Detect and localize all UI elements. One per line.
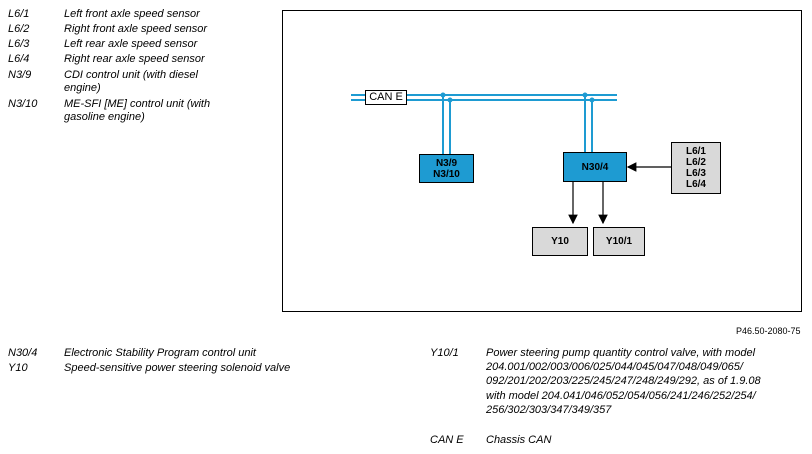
connection-lines: [351, 92, 671, 225]
sensor-label: L6/2: [685, 157, 706, 168]
legend-code: CAN E: [430, 434, 464, 446]
legend-desc: Speed-sensitive power steering solenoid …: [64, 362, 291, 374]
legend-desc: Electronic Stability Program control uni…: [64, 347, 256, 359]
legend-desc: Right rear axle speed sensor: [64, 53, 205, 65]
legend-desc: ME-SFI [ME] control unit (with gasoline …: [64, 98, 211, 123]
legend-bottom-right: Y10/1 Power steering pump quantity contr…: [430, 347, 806, 451]
legend-code: L6/4: [8, 53, 30, 65]
bus-node: [447, 97, 453, 103]
legend-desc: Left rear axle speed sensor: [64, 38, 198, 50]
figure-id: P46.50-2080-75: [736, 326, 801, 336]
legend-code: L6/3: [8, 38, 30, 50]
legend-bottom-left: N30/4 Electronic Stability Program contr…: [8, 347, 388, 387]
legend-code: L6/2: [8, 23, 30, 35]
bus-node: [582, 92, 588, 98]
legend-desc: Power steering pump quantity control val…: [486, 347, 756, 359]
engine-unit-label: N3/9: [435, 157, 458, 169]
legend-code: Y10: [8, 362, 28, 374]
sensor-label: L6/1: [685, 146, 706, 157]
legend-desc: CDI control unit (with diesel engine): [64, 69, 198, 94]
legend-desc: 204.001/002/003/006/025/044/045/047/048/…: [486, 361, 743, 373]
legend-code: N3/9: [8, 69, 32, 81]
engine-control-unit-box: N3/9 N3/10: [419, 154, 474, 183]
y10-1-valve-box: Y10/1: [593, 227, 645, 256]
legend-code: N30/4: [8, 347, 38, 359]
can-bus-label: CAN E: [365, 90, 407, 105]
speed-sensors-box: L6/1 L6/2 L6/3 L6/4: [671, 142, 721, 194]
bus-node: [589, 97, 595, 103]
sensor-label: L6/3: [685, 168, 706, 179]
engine-unit-label: N3/10: [433, 168, 460, 180]
legend-code: L6/1: [8, 8, 30, 20]
esp-control-unit-box: N30/4: [563, 152, 627, 182]
y10-valve-box: Y10: [532, 227, 588, 256]
legend-desc: Right front axle speed sensor: [64, 23, 208, 35]
legend-top: L6/1 Left front axle speed sensor L6/2 R…: [8, 8, 268, 128]
legend-desc: with model 204.041/046/052/054/056/241/2…: [486, 390, 756, 402]
legend-code: N3/10: [8, 98, 38, 110]
legend-desc: Chassis CAN: [486, 434, 552, 446]
legend-desc: 256/302/303/347/349/357: [486, 404, 612, 416]
sensor-label: L6/4: [685, 179, 706, 190]
block-diagram: CAN E N3/9 N3/10 N30/4 L6/1 L6/2 L6/3 L6…: [282, 10, 802, 312]
legend-code: Y10/1: [430, 347, 459, 359]
legend-desc: Left front axle speed sensor: [64, 8, 200, 20]
bus-node: [440, 92, 446, 98]
legend-desc: 092/201/202/203/225/245/247/248/249/292,…: [486, 375, 761, 387]
